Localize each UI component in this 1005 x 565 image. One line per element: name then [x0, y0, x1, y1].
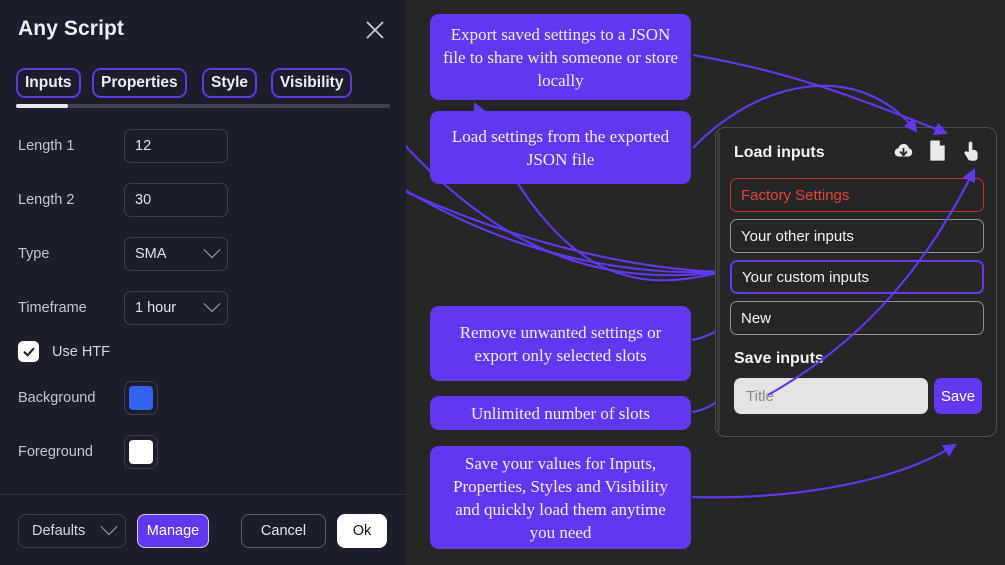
background-color-swatch[interactable] [124, 381, 158, 415]
load-inputs-title: Load inputs [734, 144, 825, 161]
save-button[interactable]: Save [934, 378, 982, 414]
chevron-down-icon [203, 295, 221, 313]
field-row-length-1: Length 1 12 [18, 129, 388, 163]
close-icon[interactable] [362, 17, 388, 43]
slot-your-other-inputs[interactable]: Your other inputs [730, 219, 984, 253]
load-inputs-header: Load inputs [734, 140, 982, 166]
field-label: Length 1 [18, 138, 75, 154]
defaults-dropdown[interactable]: Defaults [18, 514, 126, 548]
field-label: Type [18, 246, 50, 262]
tab-style[interactable]: Style [202, 68, 258, 98]
slot-your-custom-inputs[interactable]: Your custom inputs [730, 260, 984, 294]
callout-save-values: Save your values for Inputs, Properties,… [430, 446, 691, 549]
field-row-type: Type SMA [18, 237, 388, 271]
cloud-download-icon[interactable] [892, 139, 915, 167]
cancel-button[interactable]: Cancel [241, 514, 326, 548]
callout-remove-settings: Remove unwanted settings or export only … [430, 306, 691, 381]
chevron-down-icon [203, 241, 221, 259]
callout-export-settings: Export saved settings to a JSON file to … [430, 14, 691, 100]
length-1-input[interactable]: 12 [124, 129, 228, 163]
use-htf-label: Use HTF [52, 343, 110, 360]
field-label: Length 2 [18, 192, 75, 208]
callout-load-settings: Load settings from the exported JSON fil… [430, 111, 691, 184]
save-title-input[interactable] [734, 378, 928, 414]
load-inputs-actions [892, 139, 982, 167]
tab-underline [16, 104, 390, 108]
field-row-background: Background [18, 381, 388, 415]
footer-divider [0, 494, 406, 495]
color-chip [129, 440, 153, 464]
field-label: Background [18, 390, 96, 406]
use-htf-checkbox[interactable] [18, 341, 39, 362]
file-icon[interactable] [927, 139, 948, 167]
field-label: Foreground [18, 444, 93, 460]
tab-visibility[interactable]: Visibility [271, 68, 353, 98]
defaults-label: Defaults [32, 523, 86, 539]
tab-bar: Inputs Properties Style Visibility [16, 68, 390, 100]
active-tab-indicator [16, 104, 68, 108]
slot-new[interactable]: New [730, 301, 984, 335]
foreground-color-swatch[interactable] [124, 435, 158, 469]
ok-button[interactable]: Ok [337, 514, 387, 548]
chevron-down-icon [100, 518, 118, 536]
hand-tap-icon[interactable] [960, 139, 982, 167]
use-htf-row: Use HTF [18, 341, 110, 362]
length-2-input[interactable]: 30 [124, 183, 228, 217]
manage-button[interactable]: Manage [137, 514, 209, 548]
color-chip [129, 386, 153, 410]
timeframe-select-value: 1 hour [135, 300, 177, 316]
callout-unlimited-slots: Unlimited number of slots [430, 396, 691, 430]
panel-scrollbar[interactable] [717, 132, 720, 432]
slot-factory-settings[interactable]: Factory Settings [730, 178, 984, 212]
save-inputs-title: Save inputs [734, 350, 824, 367]
type-select[interactable]: SMA [124, 237, 228, 271]
field-row-timeframe: Timeframe 1 hour [18, 291, 388, 325]
load-inputs-panel: Load inputs Factory Settings Yo [715, 127, 997, 437]
page-title: Any Script [18, 17, 125, 40]
tab-inputs[interactable]: Inputs [16, 68, 81, 98]
script-settings-dialog: Any Script Inputs Properties Style Visib… [0, 0, 406, 565]
tab-properties[interactable]: Properties [92, 68, 187, 98]
field-label: Timeframe [18, 300, 87, 316]
type-select-value: SMA [135, 246, 167, 262]
field-row-foreground: Foreground [18, 435, 388, 469]
field-row-length-2: Length 2 30 [18, 183, 388, 217]
timeframe-select[interactable]: 1 hour [124, 291, 228, 325]
